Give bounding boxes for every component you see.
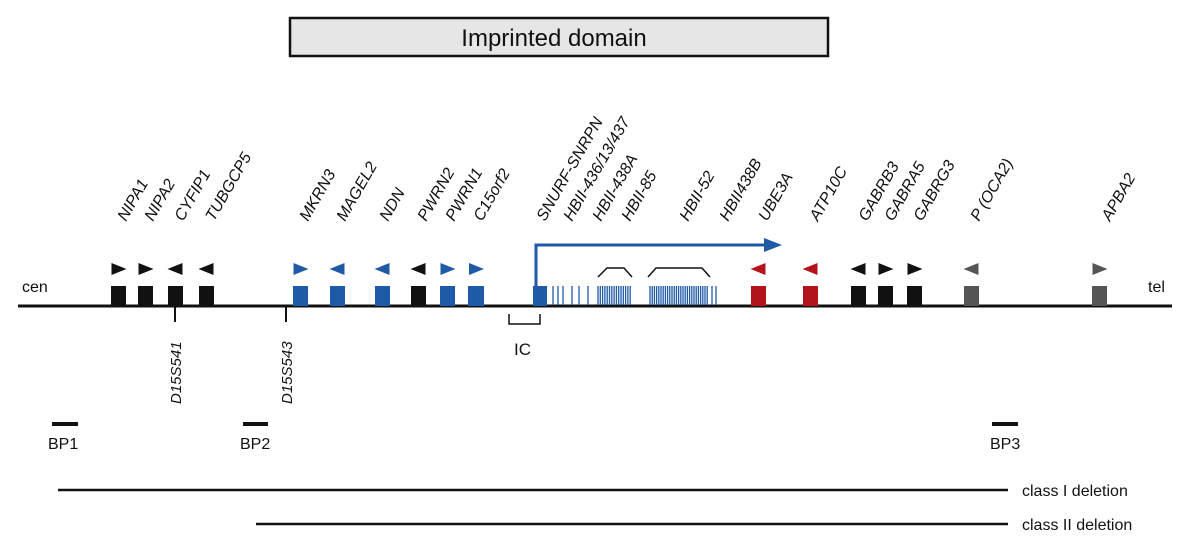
gene-box-nipa2 xyxy=(138,286,153,306)
gene-box-tubgcp5 xyxy=(199,286,214,306)
gene-box-pwrn1 xyxy=(440,286,455,306)
bp2-label: BP2 xyxy=(240,436,270,453)
gene-arrow-atp10c xyxy=(802,263,818,275)
gene-arrow-gabrb3 xyxy=(850,263,866,275)
hbii-85-cluster-bracket xyxy=(597,267,633,278)
imprinted-domain-title: Imprinted domain xyxy=(461,25,646,52)
gene-box-c15orf2 xyxy=(468,286,484,306)
gene-arrow-apba2 xyxy=(1092,263,1108,275)
gene-box-apba2 xyxy=(1092,286,1107,306)
snorna-cluster xyxy=(552,286,717,305)
gene-arrow-ube3a xyxy=(750,263,766,275)
gene-box-mkrn3 xyxy=(293,286,308,306)
gene-label-ndn: NDN xyxy=(377,185,409,224)
gene-box-ube3a xyxy=(751,286,766,306)
gene-label-apba2: APBA2 xyxy=(1098,171,1139,225)
bp1-label: BP1 xyxy=(48,436,78,453)
gene-label-magel2: MAGEL2 xyxy=(334,159,381,224)
gene-label-p-oca2: P (OCA2) xyxy=(968,156,1017,224)
imprinting-center-bracket xyxy=(508,314,541,325)
gene-arrow-p-oca2 xyxy=(963,263,979,275)
gene-arrow-c15orf2 xyxy=(469,263,484,275)
gene-label-hbii-52: HBII-52 xyxy=(677,168,719,224)
gene-arrow-nipa2 xyxy=(138,263,154,275)
gene-box-magel2 xyxy=(330,286,345,306)
gene-arrow-cyfip1 xyxy=(167,263,183,275)
gene-box-gabrb3 xyxy=(851,286,866,306)
gene-arrow-pwrn1 xyxy=(440,263,456,275)
gene-box-ndn xyxy=(375,286,390,306)
centromere-label: cen xyxy=(22,279,48,296)
gene-arrow-magel2 xyxy=(329,263,345,275)
transcript-arrowhead xyxy=(764,238,782,252)
gene-box-pwrn2 xyxy=(411,286,426,306)
gene-arrow-nipa1 xyxy=(111,263,127,275)
gene-box-atp10c xyxy=(803,286,818,306)
gene-box-nipa1 xyxy=(111,286,126,306)
class-i-deletion-label: class I deletion xyxy=(1022,483,1128,500)
gene-label-atp10c: ATP10C xyxy=(806,164,851,225)
gene-label-ube3a: UBE3A xyxy=(756,170,797,224)
gene-arrow-mkrn3 xyxy=(293,263,309,275)
gene-box-p-oca2 xyxy=(964,286,979,306)
ic-label: IC xyxy=(514,340,531,359)
imprinted-domain-box xyxy=(288,16,830,58)
marker-d15s543-label: D15S543 xyxy=(279,341,296,404)
gene-arrow-gabra5 xyxy=(878,263,894,275)
snurf-snrpn-transcript-arrow xyxy=(534,243,766,287)
gene-arrow-pwrn2 xyxy=(410,263,426,275)
gene-box-gabrg3 xyxy=(907,286,922,306)
gene-arrow-tubgcp5 xyxy=(198,263,214,275)
gene-box-snurf-snrpn xyxy=(533,286,547,306)
gene-box-gabra5 xyxy=(878,286,893,306)
class-ii-deletion-label: class II deletion xyxy=(1022,517,1132,534)
bp3-label: BP3 xyxy=(990,436,1020,453)
hbii-52-cluster-bracket xyxy=(647,267,711,278)
marker-d15s541-label: D15S541 xyxy=(168,341,185,404)
gene-box-cyfip1 xyxy=(168,286,183,306)
gene-arrow-gabrg3 xyxy=(907,263,923,275)
telomere-label: tel xyxy=(1148,279,1165,296)
gene-arrow-ndn xyxy=(374,263,390,275)
gene-label-tubgcp5: TUBGCP5 xyxy=(203,150,256,224)
